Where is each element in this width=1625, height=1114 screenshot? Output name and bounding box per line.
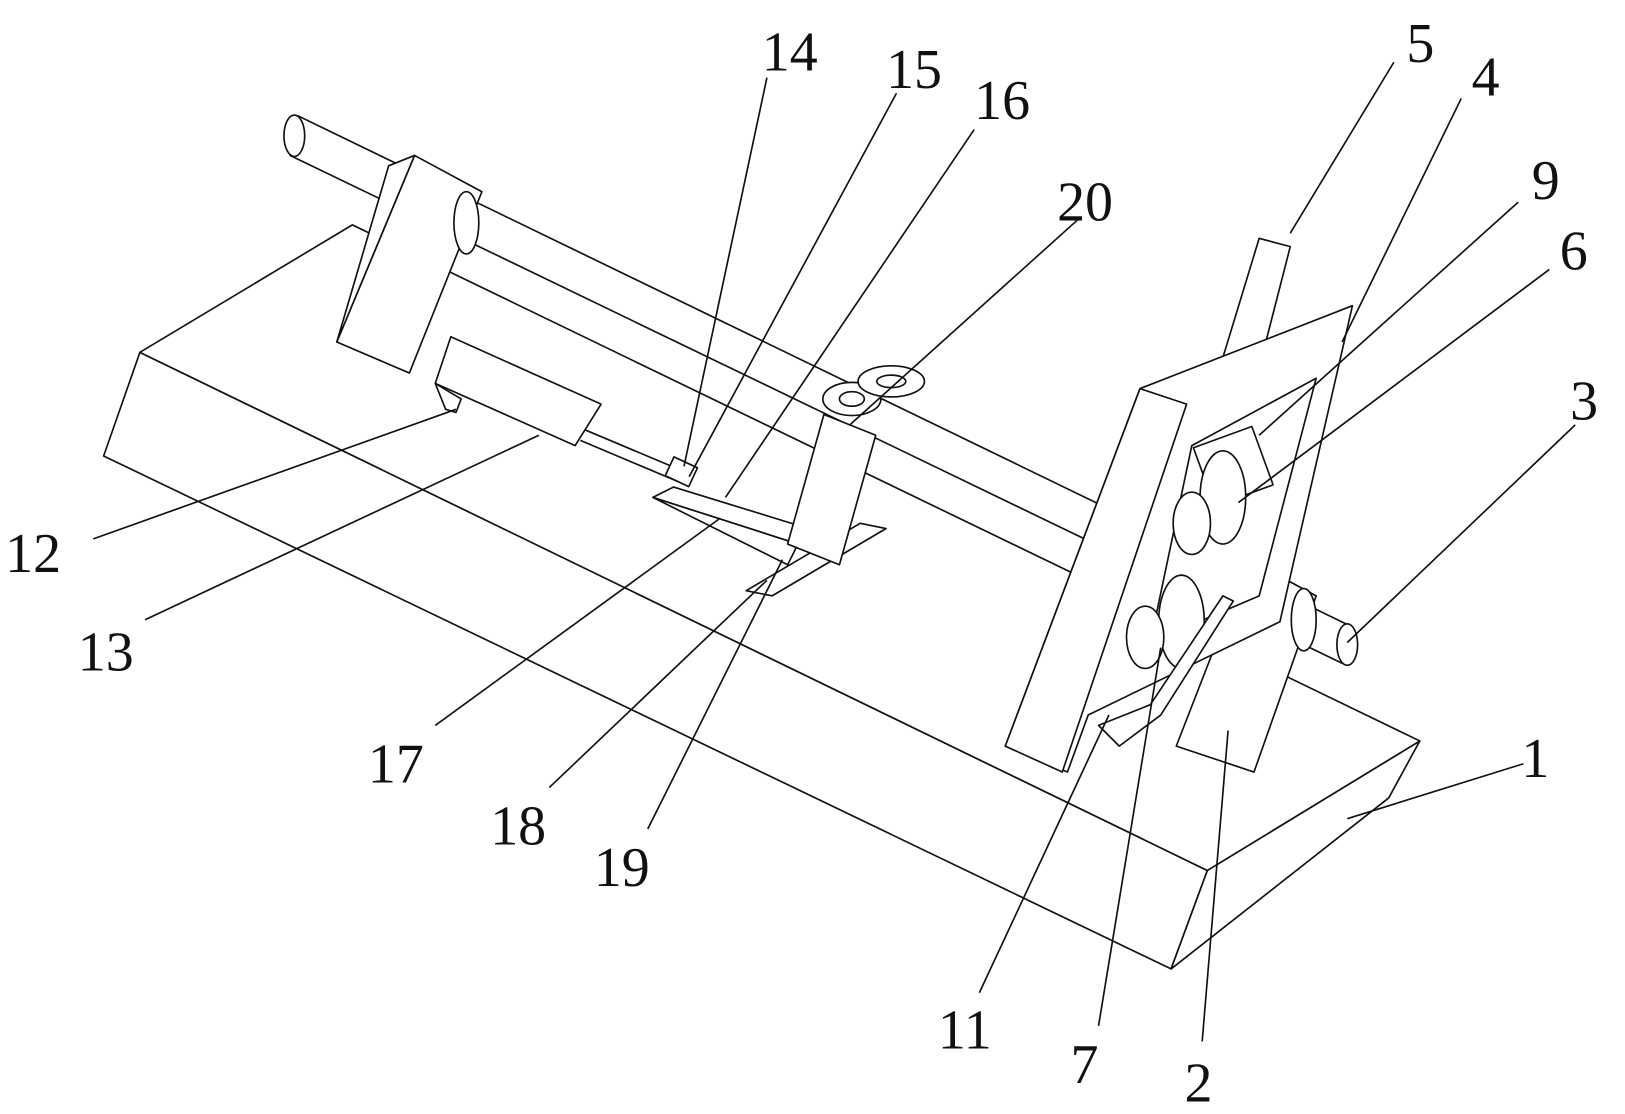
label-3: 3 [1570, 371, 1598, 433]
label-6: 6 [1560, 220, 1588, 282]
label-14: 14 [762, 21, 818, 83]
label-4: 4 [1472, 46, 1500, 108]
label-18: 18 [490, 796, 546, 858]
label-17: 17 [368, 733, 424, 795]
label-9: 9 [1532, 150, 1560, 212]
label-1: 1 [1521, 728, 1549, 790]
label-13: 13 [78, 621, 134, 683]
label-11: 11 [938, 1000, 992, 1062]
label-12: 12 [5, 523, 61, 585]
label-2: 2 [1185, 1053, 1213, 1114]
label-5: 5 [1406, 13, 1434, 75]
label-20: 20 [1057, 172, 1113, 234]
label-7: 7 [1071, 1034, 1099, 1096]
label-15: 15 [886, 39, 942, 101]
label-16: 16 [974, 70, 1030, 132]
label-19: 19 [594, 837, 650, 899]
